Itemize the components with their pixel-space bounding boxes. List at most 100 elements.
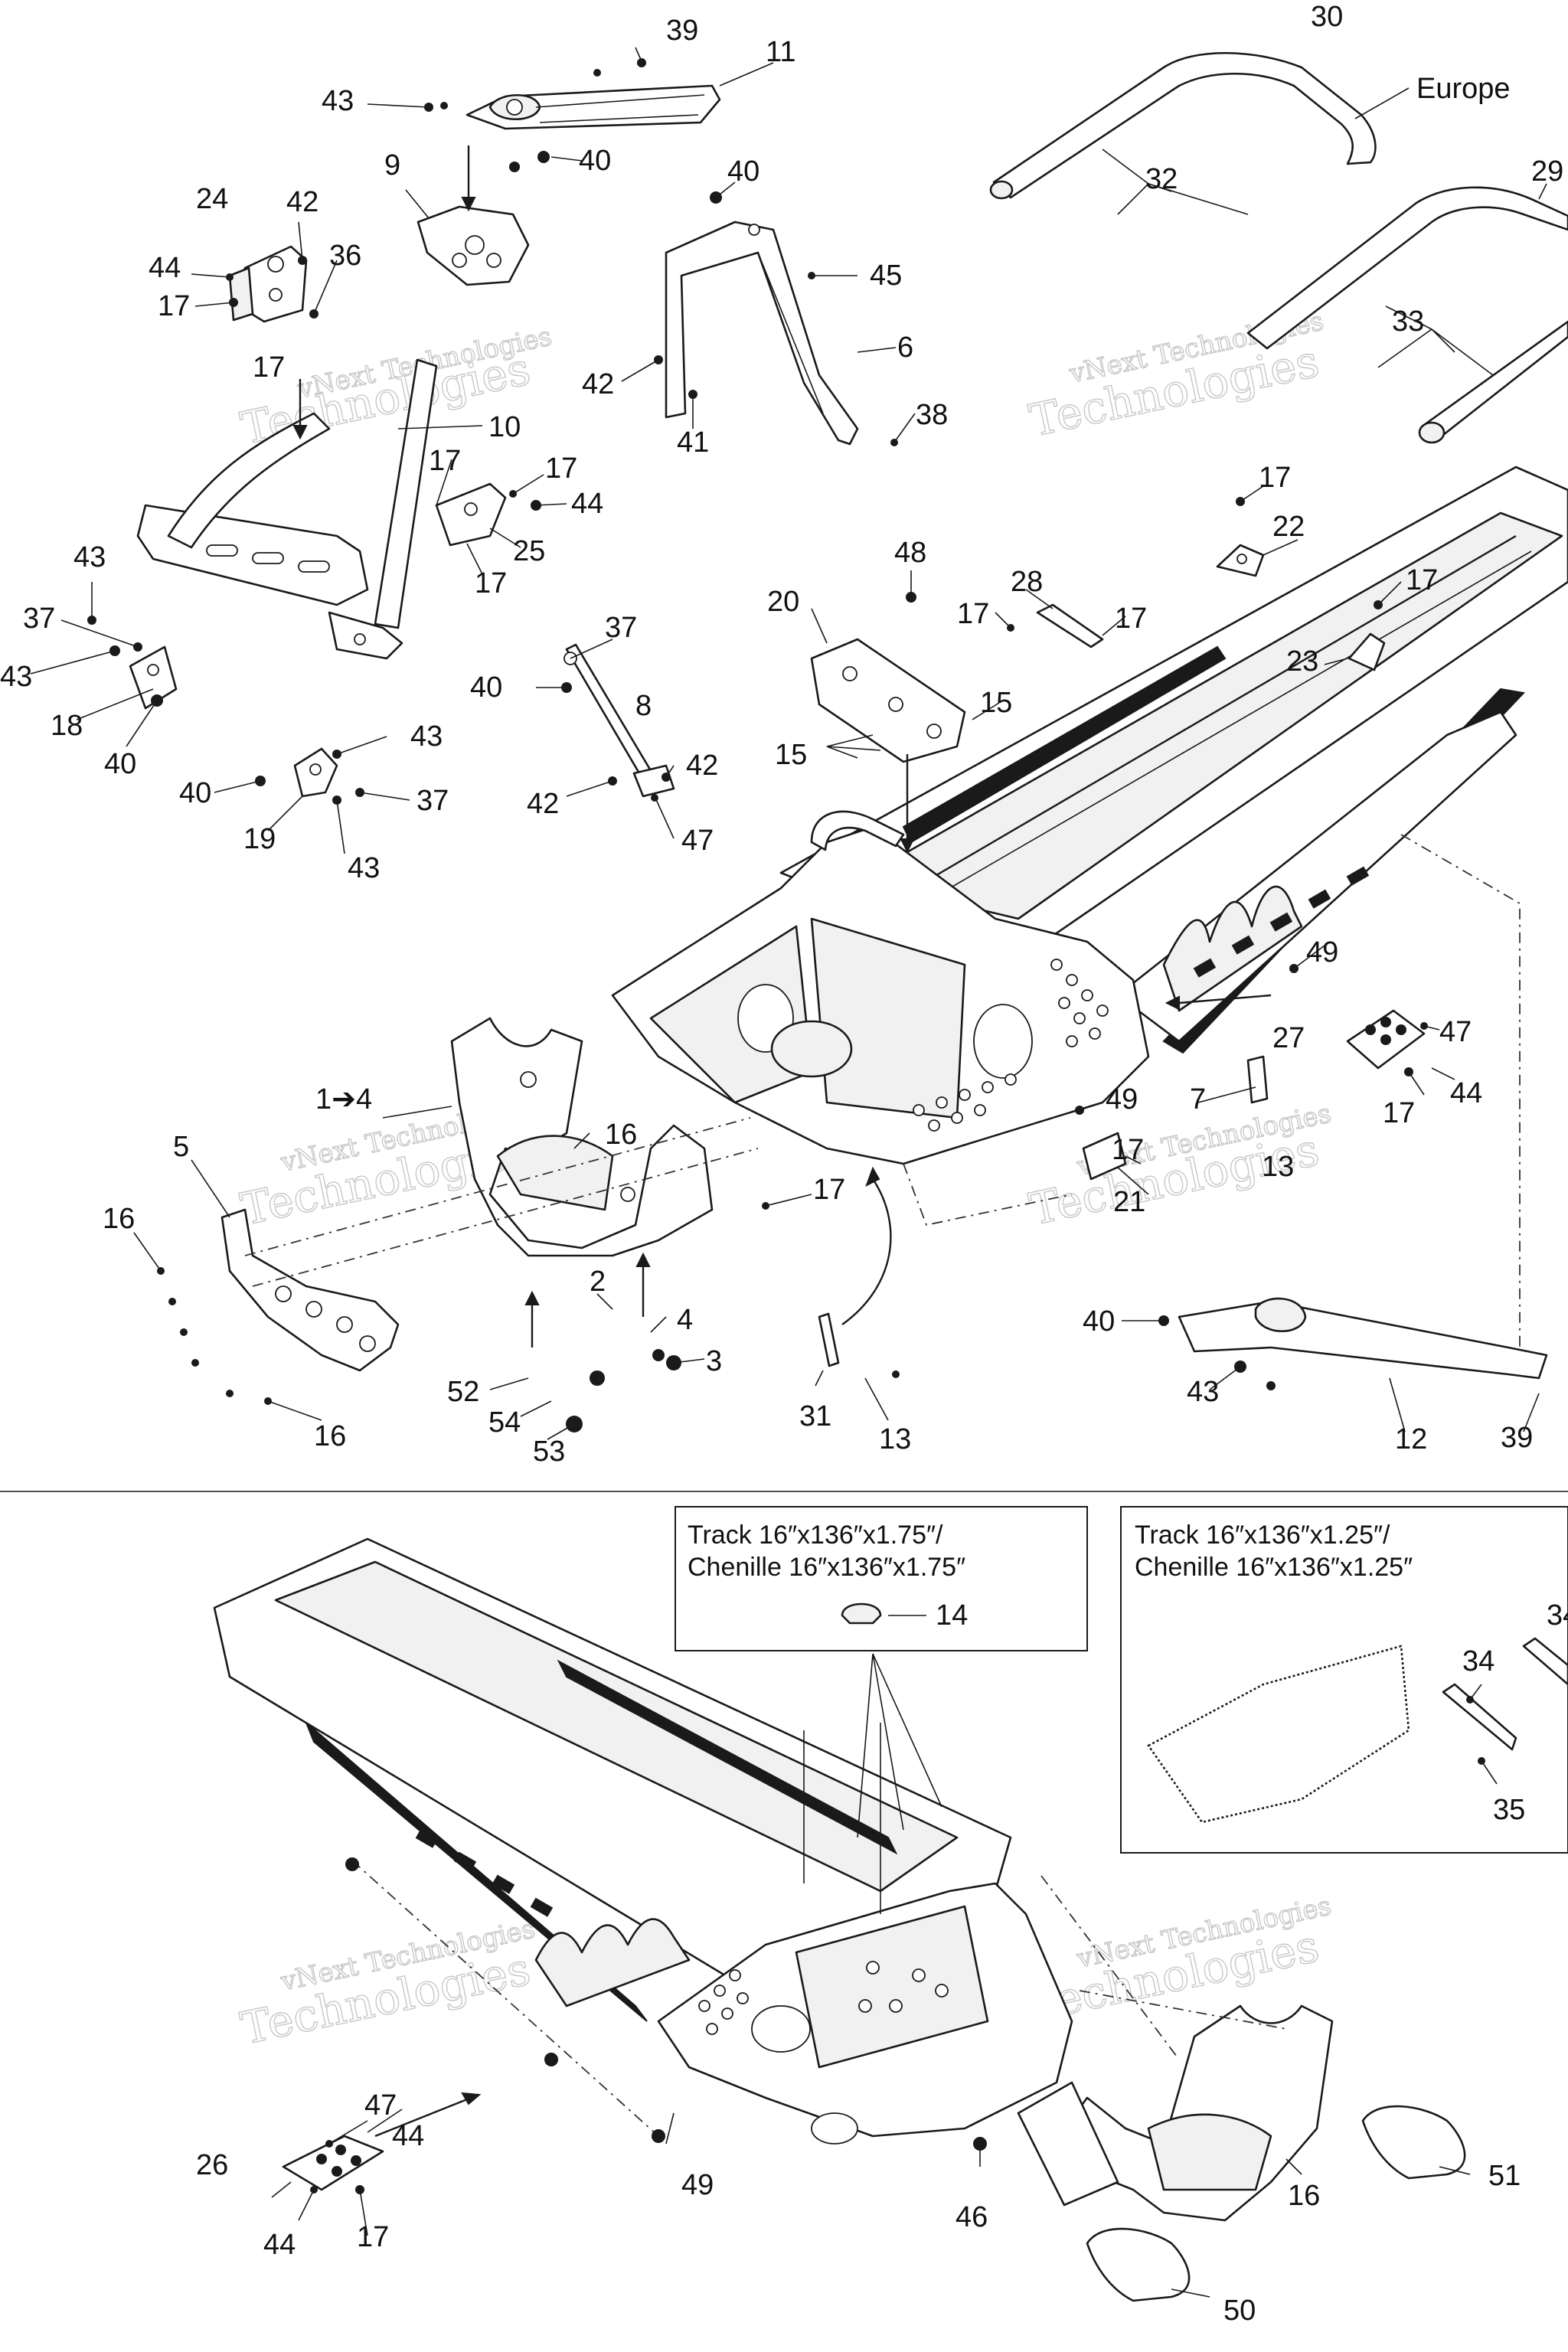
callout-49b: 49 xyxy=(1106,1083,1138,1116)
callout-44: 44 xyxy=(149,252,181,284)
part-51-pad xyxy=(1361,2105,1466,2180)
callout-33: 33 xyxy=(1392,305,1424,338)
callout-43c: 43 xyxy=(0,661,32,693)
callout-29: 29 xyxy=(1531,155,1563,188)
callout-40b: 40 xyxy=(727,155,760,188)
callout-38: 38 xyxy=(916,399,948,431)
part-12-lower-arm xyxy=(1178,1297,1548,1380)
callout-16d: 16 xyxy=(1288,2180,1320,2212)
callout-10: 10 xyxy=(488,411,521,443)
fasteners-top xyxy=(87,58,1428,1432)
part-6-column-support xyxy=(665,220,859,446)
chassis-upper-view xyxy=(611,466,1568,1165)
callout-43: 43 xyxy=(322,85,354,117)
leader-lines-bottom xyxy=(271,1653,1471,2298)
part-9-bracket xyxy=(416,145,530,286)
callout-9: 9 xyxy=(384,149,400,181)
part-29-rear-bumper xyxy=(1246,186,1568,444)
track-box-1-line1: Track 16″x136″x1.75″/ xyxy=(688,1521,943,1550)
callout-49: 49 xyxy=(1306,936,1338,969)
callout-19: 19 xyxy=(243,823,276,855)
callout-24: 24 xyxy=(196,183,228,215)
callouts-bottom: 14 34 34 35 26 47 44 44 17 49 46 16 51 5… xyxy=(196,1599,1568,2327)
callout-13: 13 xyxy=(1262,1151,1294,1183)
callout-16b: 16 xyxy=(103,1203,135,1235)
callout-17b: 17 xyxy=(253,351,285,384)
fasteners-bottom xyxy=(310,1696,1485,2194)
callout-48: 48 xyxy=(894,537,926,569)
callout-5: 5 xyxy=(173,1131,189,1163)
part-8-tie-rod xyxy=(564,643,675,798)
callout-37b: 37 xyxy=(605,612,637,644)
callout-53: 53 xyxy=(533,1436,565,1468)
callout-17k: 17 xyxy=(1112,1134,1144,1166)
callout-32: 32 xyxy=(1145,163,1178,195)
callout-40e: 40 xyxy=(179,777,211,809)
part-34-slider xyxy=(1442,1683,1517,1751)
part-28-strap xyxy=(1036,603,1104,648)
part-10-steering-frame xyxy=(136,358,438,660)
callout-6: 6 xyxy=(897,332,913,364)
callout-36: 36 xyxy=(329,240,361,272)
callout-17g: 17 xyxy=(1406,564,1438,596)
callout-4: 4 xyxy=(677,1304,693,1336)
leader-lines-top xyxy=(30,47,1547,1440)
callout-43b: 43 xyxy=(74,541,106,573)
part-11-upper-arm xyxy=(466,84,721,130)
callout-17h: 17 xyxy=(957,598,989,630)
part-27-footrest xyxy=(1346,1009,1426,1070)
callout-17i: 17 xyxy=(1115,603,1147,635)
callout-17e: 17 xyxy=(475,567,507,599)
callout-49c: 49 xyxy=(681,2169,714,2201)
callout-47b: 47 xyxy=(1439,1016,1472,1048)
callout-45: 45 xyxy=(870,260,902,292)
callout-40c: 40 xyxy=(104,748,136,780)
callout-40d: 40 xyxy=(470,671,502,704)
track-box-2-line1: Track 16″x136″x1.25″/ xyxy=(1135,1521,1390,1550)
callout-27: 27 xyxy=(1272,1022,1305,1054)
part-19-bracket xyxy=(293,747,338,798)
part-20-bracket xyxy=(810,638,966,763)
callout-37: 37 xyxy=(23,603,55,635)
callout-26: 26 xyxy=(196,2149,228,2181)
callout-54: 54 xyxy=(488,1406,521,1439)
callouts-top: 39 11 43 40 9 42 24 36 44 17 17 40 45 6 … xyxy=(0,1,1563,1468)
part-30-rear-bumper-europe xyxy=(989,51,1377,200)
part-22-bracket xyxy=(1216,544,1265,577)
callout-15: 15 xyxy=(980,687,1012,719)
callout-37c: 37 xyxy=(416,785,449,817)
callout-44d: 44 xyxy=(392,2120,424,2152)
callout-50: 50 xyxy=(1223,2295,1256,2327)
callout-17c: 17 xyxy=(429,445,461,477)
part-7-bracket xyxy=(1246,1055,1269,1104)
part-5-side-plate xyxy=(220,1208,400,1372)
callout-35: 35 xyxy=(1493,1794,1525,1826)
callout-16: 16 xyxy=(605,1119,637,1151)
callout-2: 2 xyxy=(590,1266,606,1298)
callout-8: 8 xyxy=(635,690,652,722)
callout-43f: 43 xyxy=(1187,1376,1219,1408)
part-14-grommet xyxy=(841,1602,882,1625)
callout-34b: 34 xyxy=(1547,1599,1568,1632)
callout-43d: 43 xyxy=(410,720,443,753)
callout-44b: 44 xyxy=(571,488,603,520)
callout-34: 34 xyxy=(1462,1645,1494,1677)
part-34-slider-b xyxy=(1522,1637,1568,1686)
callout-47: 47 xyxy=(681,825,714,857)
callout-42: 42 xyxy=(286,186,318,218)
callout-42d: 42 xyxy=(527,788,559,820)
part-1-4-suspension-mount xyxy=(450,1017,714,1257)
callout-16c: 16 xyxy=(314,1420,346,1452)
callout-28: 28 xyxy=(1011,566,1043,598)
callout-39b: 39 xyxy=(1501,1422,1533,1454)
callout-17j: 17 xyxy=(1383,1097,1415,1129)
callout-1-4: 1➔4 xyxy=(315,1083,372,1116)
callout-22: 22 xyxy=(1272,511,1305,543)
callout-43e: 43 xyxy=(348,852,380,884)
callout-44c: 44 xyxy=(1450,1077,1482,1109)
track-box-1: Track 16″x136″x1.75″/ Chenille 16″x136″x… xyxy=(675,1506,1088,1651)
callout-40f: 40 xyxy=(1083,1305,1115,1338)
part-50-pad xyxy=(1086,2227,1191,2302)
callout-42b: 42 xyxy=(582,368,614,400)
